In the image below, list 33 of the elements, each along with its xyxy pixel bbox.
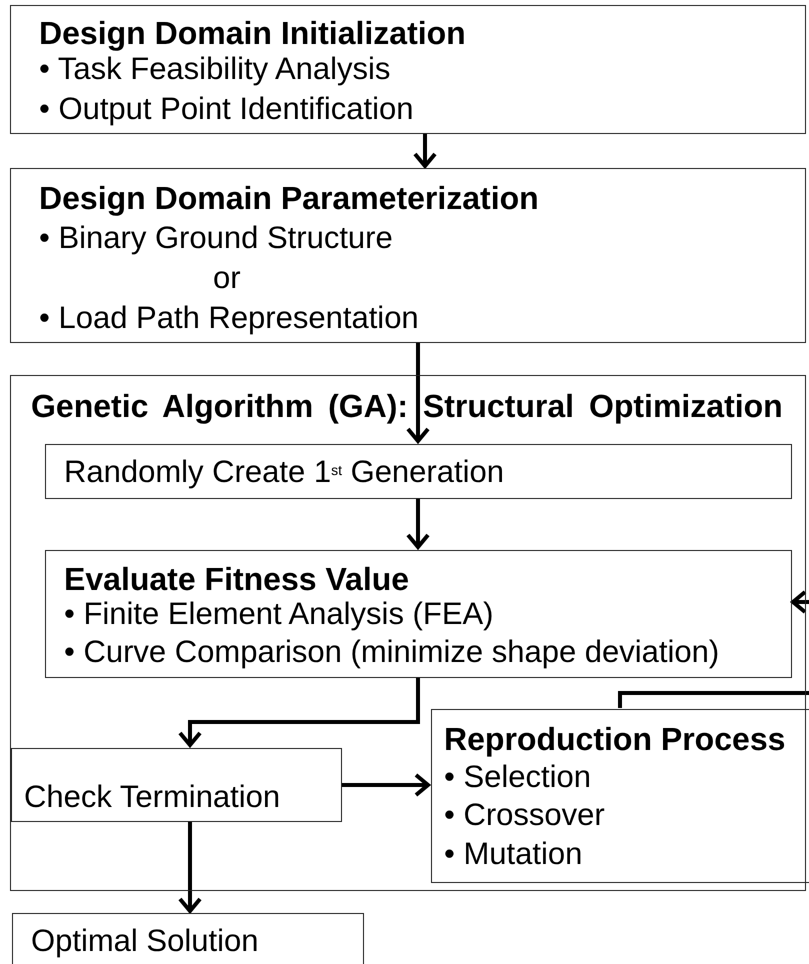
arrow (618, 590, 809, 708)
box-heading: Design Domain Initialization (39, 15, 466, 51)
arrow (178, 677, 420, 747)
bullet-item: • Mutation (444, 836, 582, 872)
arrow (341, 773, 430, 797)
arrow (406, 343, 430, 443)
arrow (406, 498, 430, 549)
process-box (45, 550, 792, 678)
bullet-item: • Selection (444, 759, 591, 795)
process-box (431, 709, 809, 883)
arrow (178, 821, 202, 913)
box-label: Randomly Create 1$^{st}$ Generation (64, 454, 504, 490)
process-box (10, 168, 806, 343)
box-label: Check Termination (24, 779, 280, 815)
bullet-item: or (213, 260, 241, 296)
bullet-item: • Crossover (444, 797, 605, 833)
bullet-item: • Finite Element Analysis (FEA) (64, 596, 494, 632)
arrow (413, 134, 437, 168)
bullet-item: • Binary Ground Structure (39, 220, 393, 256)
process-box (10, 5, 806, 134)
box-heading: Reproduction Process (444, 721, 786, 757)
box-heading: Evaluate Fitness Value (64, 561, 410, 597)
box-heading: Design Domain Parameterization (39, 180, 539, 216)
process-box (12, 913, 364, 964)
bullet-item: • Curve Comparison (minimize shape deviation) (64, 634, 720, 670)
process-box (11, 748, 342, 822)
box-label: Optimal Solution (31, 923, 258, 959)
bullet-item: • Load Path Representation (39, 300, 419, 336)
process-box (45, 444, 792, 499)
bullet-item: • Output Point Identification (39, 91, 414, 127)
group-frame (10, 375, 806, 891)
box-heading: Genetic Algorithm (GA): Structural Optimization (31, 388, 783, 424)
bullet-item: • Task Feasibility Analysis (39, 51, 390, 87)
